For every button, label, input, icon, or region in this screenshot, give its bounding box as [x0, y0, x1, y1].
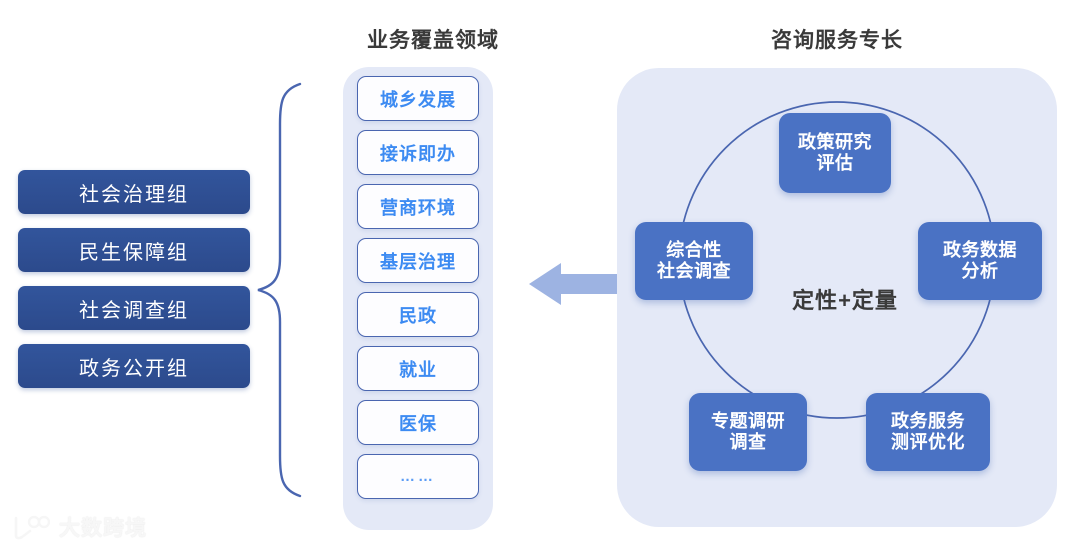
cycle-node-label: 政策研究 评估: [798, 131, 872, 173]
coverage-item-list: 城乡发展 接诉即办 营商环境 基层治理 民政 就业 医保 ……: [357, 76, 479, 508]
coverage-item-medical-insurance[interactable]: 医保: [357, 400, 479, 445]
group-box-label: 民生保障组: [79, 241, 189, 264]
group-box-label: 社会治理组: [79, 183, 189, 206]
cycle-node-govt-data-analysis[interactable]: 政务数据 分析: [918, 222, 1042, 300]
group-list: 社会治理组 民生保障组 社会调查组 政务公开组: [18, 170, 250, 402]
coverage-item-label: 就业: [399, 359, 437, 380]
coverage-item-label: 接诉即办: [380, 143, 456, 164]
group-box-label: 政务公开组: [79, 357, 189, 380]
group-box-label: 社会调查组: [79, 299, 189, 322]
watermark: 大数跨境: [10, 512, 147, 542]
group-box-social-survey[interactable]: 社会调查组: [18, 286, 250, 330]
cycle-node-label: 综合性 社会调查: [657, 239, 731, 281]
coverage-item-civil-affairs[interactable]: 民政: [357, 292, 479, 337]
coverage-item-label: ……: [400, 468, 436, 485]
group-box-livelihood[interactable]: 民生保障组: [18, 228, 250, 272]
cycle-node-label: 政务服务 测评优化: [891, 410, 965, 452]
watermark-logo-icon: [14, 515, 50, 540]
cycle-node-label: 专题调研 调查: [711, 410, 785, 452]
coverage-item-grassroots-governance[interactable]: 基层治理: [357, 238, 479, 283]
arrow-left-icon: [529, 263, 617, 305]
group-box-govt-disclosure[interactable]: 政务公开组: [18, 344, 250, 388]
coverage-item-label: 民政: [399, 305, 437, 326]
coverage-item-label: 基层治理: [380, 251, 456, 272]
coverage-item-employment[interactable]: 就业: [357, 346, 479, 391]
cycle-node-label: 政务数据 分析: [943, 239, 1017, 281]
cycle-node-comprehensive-survey[interactable]: 综合性 社会调查: [635, 222, 753, 300]
cycle-node-policy-research[interactable]: 政策研究 评估: [779, 113, 891, 193]
coverage-item-label: 城乡发展: [380, 89, 456, 110]
coverage-item-complaint-response[interactable]: 接诉即办: [357, 130, 479, 175]
expertise-section-title: 咨询服务专长: [771, 29, 903, 52]
watermark-text: 大数跨境: [59, 517, 147, 540]
curly-brace-icon: [257, 82, 302, 498]
cycle-center-label: 定性+定量: [792, 288, 898, 313]
coverage-item-urban-rural[interactable]: 城乡发展: [357, 76, 479, 121]
cycle-node-govt-service-evaluation[interactable]: 政务服务 测评优化: [866, 393, 990, 471]
coverage-item-label: 医保: [399, 413, 437, 434]
coverage-item-more[interactable]: ……: [357, 454, 479, 499]
coverage-item-business-environment[interactable]: 营商环境: [357, 184, 479, 229]
cycle-node-thematic-research[interactable]: 专题调研 调查: [689, 393, 807, 471]
coverage-item-label: 营商环境: [380, 197, 456, 218]
coverage-section-title: 业务覆盖领域: [367, 29, 499, 52]
group-box-social-governance[interactable]: 社会治理组: [18, 170, 250, 214]
